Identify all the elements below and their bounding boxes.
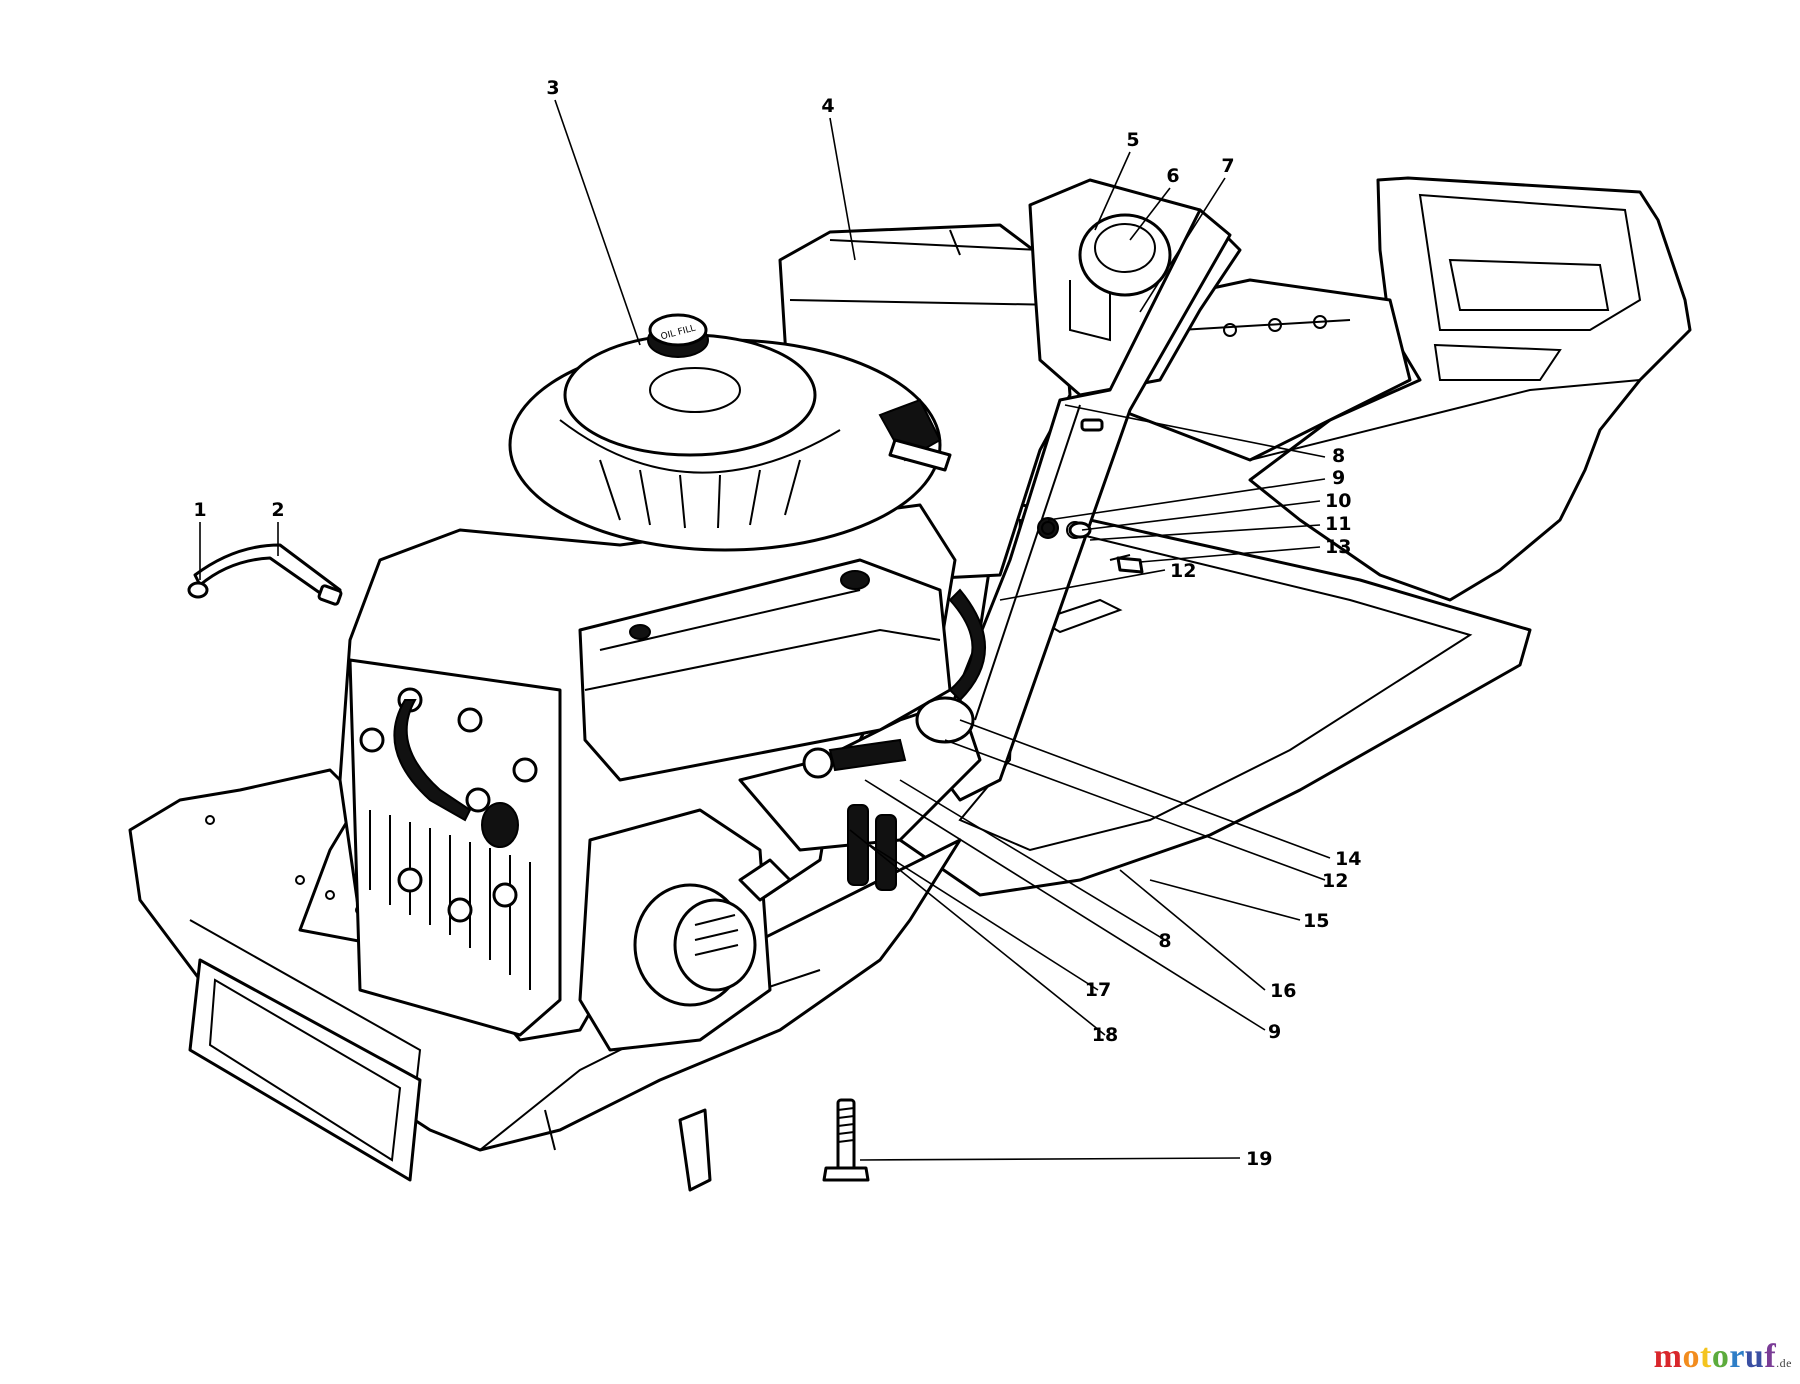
- logo-letter: f: [1764, 1338, 1777, 1375]
- air-cleaner: [578, 558, 952, 782]
- fuel-line: [187, 543, 343, 606]
- leader-lines: [199, 99, 1331, 1161]
- callout-17: 17: [1085, 979, 1111, 1001]
- callout-labels: 1 2 3 4 5 6 7 8 9 10 11 13 12 14 12 15 8…: [193, 77, 1361, 1170]
- logo-letter: m: [1653, 1338, 1683, 1375]
- logo-letter: o: [1711, 1338, 1730, 1375]
- callout-15: 15: [1303, 910, 1329, 932]
- hood-body: [128, 768, 962, 1192]
- callout-7: 7: [1221, 155, 1234, 177]
- mounting-hardware: [1041, 418, 1144, 574]
- callout-8-lower: 8: [1158, 930, 1171, 952]
- callout-1: 1: [193, 499, 206, 521]
- callout-14: 14: [1335, 848, 1361, 870]
- callout-4: 4: [821, 95, 834, 117]
- callout-13: 13: [1325, 536, 1351, 558]
- logo-letter: u: [1744, 1338, 1765, 1375]
- bolt-19: [822, 1098, 870, 1182]
- callout-9-upper: 9: [1332, 467, 1345, 489]
- logo-letter: t: [1700, 1338, 1712, 1375]
- callout-18: 18: [1092, 1024, 1118, 1046]
- callout-12-lower: 12: [1322, 870, 1348, 892]
- callout-11: 11: [1325, 513, 1351, 535]
- callout-12-upper: 12: [1170, 560, 1196, 582]
- callout-6: 6: [1166, 165, 1179, 187]
- carburetor-area: [738, 588, 986, 891]
- callout-2: 2: [271, 499, 284, 521]
- callout-8-upper: 8: [1332, 445, 1345, 467]
- muffler: [578, 808, 792, 1052]
- blower-housing: [508, 333, 952, 552]
- logo-letter: r: [1729, 1338, 1745, 1375]
- callout-5: 5: [1126, 129, 1139, 151]
- callout-10: 10: [1325, 490, 1351, 512]
- callout-16: 16: [1270, 980, 1296, 1002]
- oil-fill-cap: OIL FILL: [647, 313, 709, 358]
- logo-suffix: .de: [1776, 1356, 1792, 1370]
- rear-body-panel: [1248, 176, 1692, 602]
- callout-9-lower: 9: [1268, 1021, 1281, 1043]
- callout-3: 3: [546, 77, 559, 99]
- callout-19: 19: [1246, 1148, 1272, 1170]
- motoruf-watermark-logo: motoruf.de: [1654, 1338, 1792, 1376]
- logo-letter: o: [1682, 1338, 1700, 1375]
